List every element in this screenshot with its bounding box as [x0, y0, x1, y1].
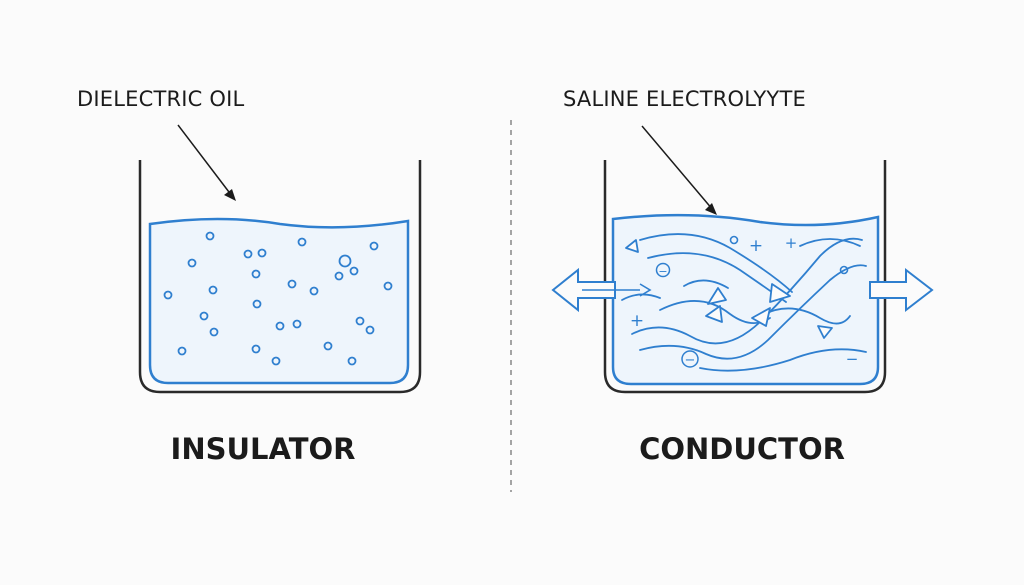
negative-ion-ring — [681, 350, 699, 368]
oil-bubble — [251, 269, 261, 279]
oil-bubble — [205, 231, 215, 241]
oil-liquid — [148, 217, 410, 385]
electrolyte-pointer-line — [641, 125, 714, 211]
oil-pointer-line — [177, 124, 233, 197]
oil-bubble — [257, 248, 267, 258]
oil-bubble — [287, 279, 297, 289]
oil-bubble — [292, 319, 302, 329]
right-outflow-arrow — [869, 267, 934, 313]
oil-bubble — [252, 299, 262, 309]
oil-bubble — [209, 327, 219, 337]
oil-bubble — [187, 258, 197, 268]
insulator-caption: INSULATOR — [170, 432, 356, 466]
oil-bubble — [177, 346, 187, 356]
oil-bubble — [369, 241, 379, 251]
negative-ion-label: − — [658, 265, 667, 278]
oil-bubble — [334, 271, 344, 281]
oil-bubble — [355, 316, 365, 326]
oil-bubble — [347, 356, 357, 366]
insulator-container — [138, 160, 422, 394]
conductor-container — [603, 160, 887, 394]
oil-bubble — [323, 341, 333, 351]
positive-ion-label: + — [785, 234, 798, 252]
oil-bubble — [275, 321, 285, 331]
oil-bubble — [271, 356, 281, 366]
inflow-arrowhead — [639, 283, 652, 297]
positive-ion-label: + — [749, 236, 763, 256]
oil-bubble — [297, 237, 307, 247]
oil-bubbles — [163, 231, 393, 366]
insulator-panel — [138, 124, 422, 394]
electrolyte-pointer-arrowhead — [705, 203, 717, 215]
oil-bubble — [383, 281, 393, 291]
inner-flow-arrows — [625, 239, 833, 339]
oil-pointer-arrowhead — [224, 189, 236, 201]
oil-bubble — [365, 325, 375, 335]
ion-dot — [729, 235, 739, 245]
negative-ion-ring — [655, 262, 671, 278]
ion-dot — [839, 265, 849, 275]
negative-ion-label: − — [685, 353, 696, 368]
oil-bubble — [199, 311, 209, 321]
oil-bubble — [163, 290, 173, 300]
oil-bubble — [251, 344, 261, 354]
dielectric-oil-label: DIELECTRIC OIL — [77, 87, 245, 111]
oil-bubble — [338, 254, 352, 268]
negative-ion-label: − — [846, 350, 859, 368]
conductor-caption: CONDUCTOR — [639, 432, 845, 466]
oil-bubble — [349, 266, 359, 276]
oil-bubble — [243, 249, 253, 259]
conductor-panel: + + + − − − — [551, 125, 934, 394]
saline-electrolyte-label: SALINE ELECTROLYYTE — [563, 87, 806, 111]
electrolyte-liquid — [611, 213, 880, 386]
oil-bubble — [309, 286, 319, 296]
oil-bubble — [208, 285, 218, 295]
positive-ion-label: + — [630, 311, 644, 331]
ion-labels: + + + − − − — [630, 234, 858, 368]
